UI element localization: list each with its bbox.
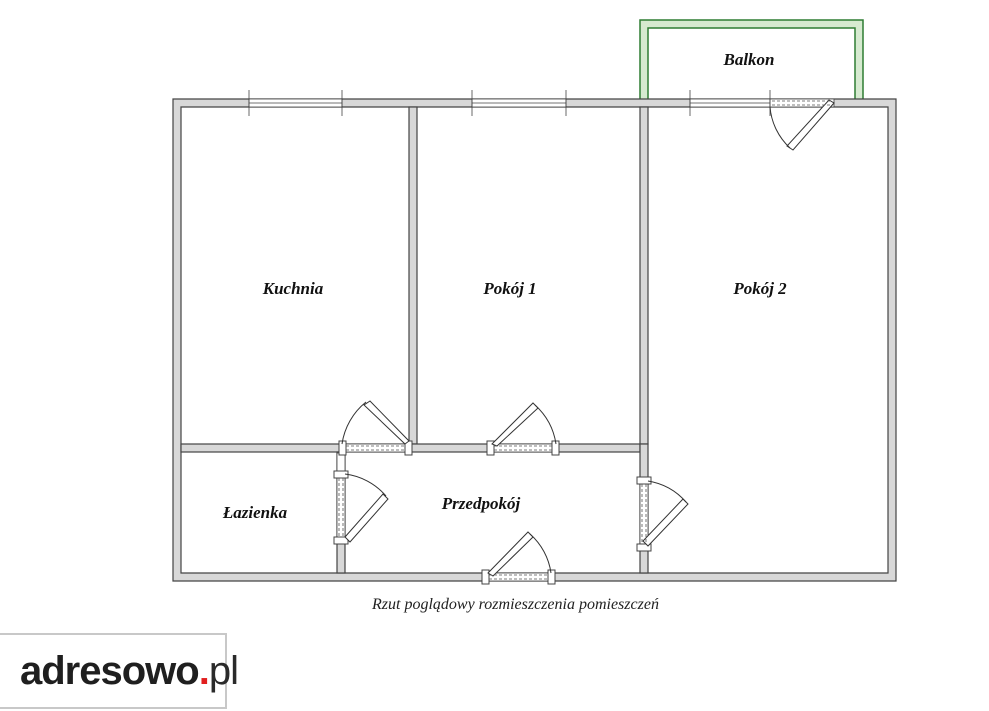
logo-name: adresowo [20,649,200,693]
door-swings [341,99,835,577]
plan-caption: Rzut poglądowy rozmieszczenia pomieszcze… [372,596,659,613]
room-label-pokoj2: Pokój 2 [732,279,787,298]
wall-kuchnia-bottom [180,443,343,453]
door-lazienka [344,473,389,543]
wall-pokoj1-pokoj2 [639,106,649,445]
floor-plan: Balkon Kuchnia Pokój 1 Pokój 2 Łazienka … [172,19,897,585]
logo-frame [0,633,227,709]
window-lines [248,90,771,116]
door-balkon [769,99,835,151]
door-gap-lazienka [336,452,346,541]
door-pokoj1 [491,402,557,447]
outer-wall [172,98,897,582]
room-label-kuchnia: Kuchnia [262,279,324,298]
door-kuchnia [341,400,410,445]
door-gap-pokoj1 [489,443,557,453]
door-thresholds [338,100,832,580]
door-gap-entrance [485,572,553,582]
room-label-balkon: Balkon [722,50,774,69]
adresowo-logo: adresowo.pl [20,643,239,699]
wall-kuchnia-pokoj1 [408,106,418,445]
room-label-pokoj1: Pokój 1 [482,279,536,298]
door-pokoj2 [642,480,689,547]
room-label-przedpokoj: Przedpokój [441,494,521,513]
logo-tld: pl [208,649,239,693]
room-label-lazienka: Łazienka [222,503,288,522]
door-entrance [487,531,552,577]
door-gap-kuchnia [341,443,409,453]
logo-dot: . [198,649,210,693]
